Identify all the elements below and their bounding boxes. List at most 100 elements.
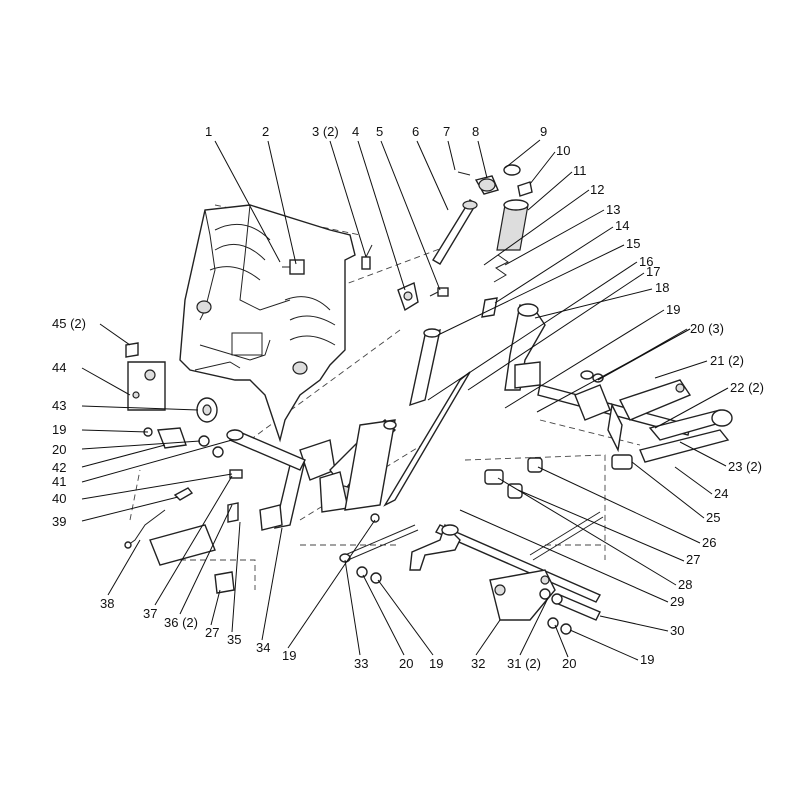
wire-rod-38 bbox=[124, 509, 166, 549]
leader-line-c16 bbox=[427, 261, 638, 401]
leader-line-c35 bbox=[231, 521, 241, 633]
leader-line-c34 bbox=[261, 527, 283, 641]
leader-line-c28 bbox=[497, 477, 677, 586]
leader-line-c32 bbox=[475, 619, 501, 656]
callout-19c: 19 bbox=[429, 656, 443, 671]
leader-line-c26 bbox=[537, 466, 701, 544]
leader-line-c45 bbox=[99, 323, 131, 346]
leader-line-c30 bbox=[599, 615, 669, 632]
shift-lever bbox=[504, 303, 546, 391]
callout-39: 39 bbox=[52, 514, 66, 529]
leader-line-c31 bbox=[519, 597, 549, 656]
callout-37: 37 bbox=[143, 606, 157, 621]
callout-42: 42 bbox=[52, 460, 66, 475]
leader-lines bbox=[81, 139, 729, 661]
leader-line-c19b bbox=[569, 629, 639, 661]
callout-14: 14 bbox=[615, 218, 629, 233]
callout-44: 44 bbox=[52, 360, 66, 375]
callout-19d: 19 bbox=[282, 648, 296, 663]
leader-line-c5 bbox=[380, 140, 441, 291]
leader-line-c40 bbox=[81, 473, 233, 500]
callout-25: 25 bbox=[706, 510, 720, 525]
callout-6: 6 bbox=[412, 124, 419, 139]
leader-line-c18 bbox=[534, 288, 653, 319]
callout-38: 38 bbox=[100, 596, 114, 611]
callout-18: 18 bbox=[655, 280, 669, 295]
plates bbox=[149, 524, 235, 594]
callout-23: 23 (2) bbox=[728, 459, 762, 474]
callout-16: 16 bbox=[639, 254, 653, 269]
callout-8: 8 bbox=[472, 124, 479, 139]
leader-line-c19e bbox=[81, 429, 149, 433]
callout-27a: 27 bbox=[686, 552, 700, 567]
leader-line-c41 bbox=[81, 439, 233, 483]
leader-line-c38 bbox=[107, 539, 141, 596]
knob-assembly bbox=[457, 164, 533, 197]
left-shaft bbox=[196, 397, 306, 471]
callout-13: 13 bbox=[606, 202, 620, 217]
leader-line-c11 bbox=[527, 171, 573, 211]
leader-line-c12 bbox=[483, 189, 590, 266]
callout-31: 31 (2) bbox=[507, 656, 541, 671]
pedal-assembly bbox=[259, 419, 397, 531]
callout-3: 3 (2) bbox=[312, 124, 339, 139]
callout-labels: 1 2 3 (2) 4 5 6 7 8 9 10 11 12 13 14 15 … bbox=[52, 124, 764, 671]
callout-30: 30 bbox=[670, 623, 684, 638]
callout-41: 41 bbox=[52, 474, 66, 489]
callout-20c: 20 bbox=[399, 656, 413, 671]
leader-line-c44 bbox=[81, 367, 131, 396]
callout-19e: 19 bbox=[52, 422, 66, 437]
callout-19b: 19 bbox=[640, 652, 654, 667]
leader-line-c20b bbox=[554, 624, 569, 658]
u-pin bbox=[639, 409, 733, 463]
callout-2: 2 bbox=[262, 124, 269, 139]
callout-45: 45 (2) bbox=[52, 316, 86, 331]
callout-20b: 20 bbox=[562, 656, 576, 671]
cylinder-11 bbox=[496, 199, 529, 251]
pivot-bracket bbox=[397, 282, 419, 312]
shaft-29 bbox=[409, 523, 601, 621]
leader-line-c6 bbox=[416, 140, 449, 211]
shaft-6 bbox=[432, 199, 478, 265]
leader-line-c4 bbox=[357, 140, 406, 291]
leader-line-c3 bbox=[329, 140, 367, 258]
clip bbox=[282, 259, 305, 275]
leader-line-c17 bbox=[467, 272, 645, 391]
bracket-plate-44 bbox=[125, 342, 166, 411]
callout-4: 4 bbox=[352, 124, 359, 139]
callout-36: 36 (2) bbox=[164, 615, 198, 630]
leader-line-c19c bbox=[377, 579, 434, 656]
leader-line-c42 bbox=[81, 444, 166, 468]
callout-35: 35 bbox=[227, 632, 241, 647]
leader-line-c1 bbox=[214, 140, 281, 263]
callout-11: 11 bbox=[573, 163, 587, 178]
leader-line-c29 bbox=[459, 509, 669, 603]
callout-12: 12 bbox=[590, 182, 604, 197]
callout-32: 32 bbox=[471, 656, 485, 671]
leader-line-c9 bbox=[504, 139, 541, 169]
leader-line-c19d bbox=[287, 519, 376, 649]
screw-5 bbox=[429, 287, 449, 297]
console-housing bbox=[179, 204, 356, 443]
leader-line-c13 bbox=[504, 209, 605, 266]
callout-15: 15 bbox=[626, 236, 640, 251]
leader-line-c20a bbox=[536, 328, 691, 413]
leader-line-c20d bbox=[81, 440, 201, 450]
cross-shaft bbox=[537, 370, 692, 453]
leader-line-c27a bbox=[517, 489, 685, 562]
callout-28: 28 bbox=[678, 577, 692, 592]
leader-line-c2 bbox=[267, 140, 297, 265]
callout-5: 5 bbox=[376, 124, 383, 139]
callout-17: 17 bbox=[646, 264, 660, 279]
rod-16 bbox=[383, 371, 471, 507]
leader-line-c43 bbox=[81, 405, 199, 411]
leader-line-c21 bbox=[654, 360, 708, 379]
leader-line-c22 bbox=[654, 387, 729, 429]
callout-7: 7 bbox=[443, 124, 450, 139]
callout-33: 33 bbox=[354, 656, 368, 671]
leader-line-c19a bbox=[504, 309, 665, 409]
callout-19a: 19 bbox=[666, 302, 680, 317]
callout-9: 9 bbox=[540, 124, 547, 139]
callout-10: 10 bbox=[556, 143, 570, 158]
